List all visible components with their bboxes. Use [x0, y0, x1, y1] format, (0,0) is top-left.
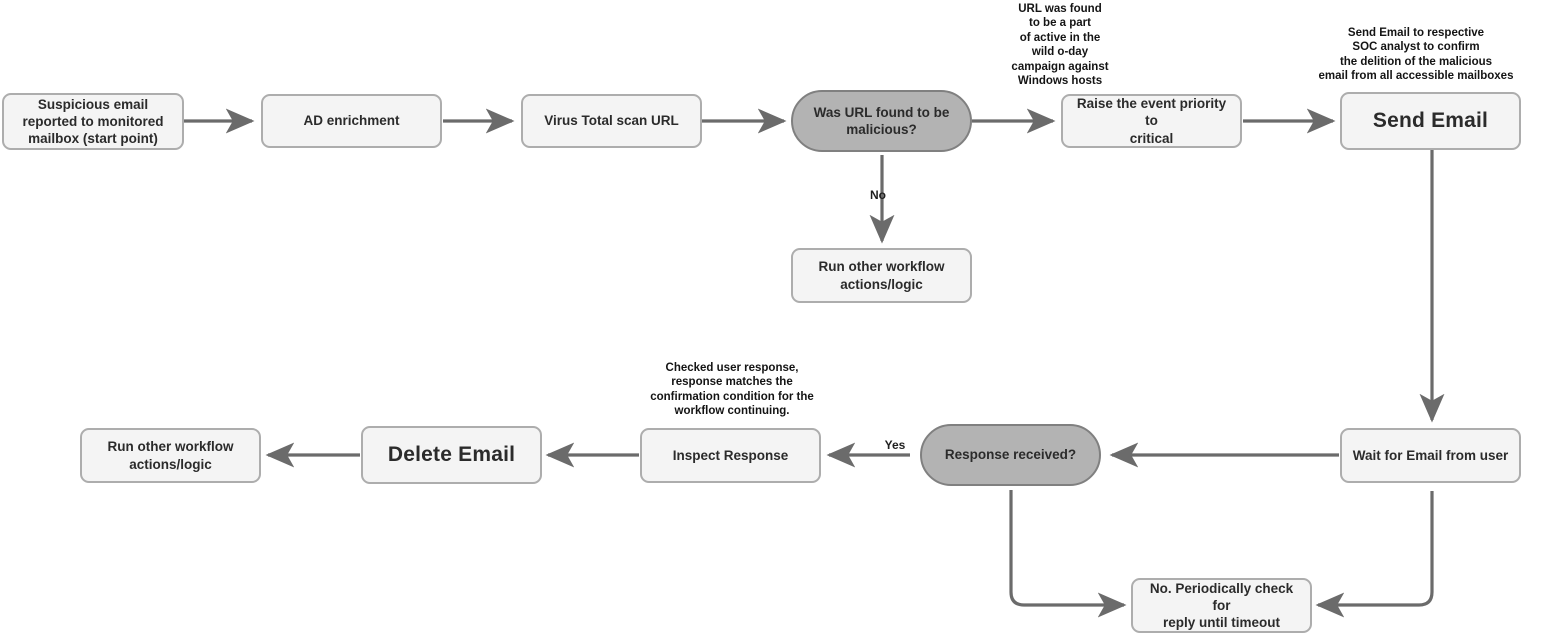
node-label: Send Email — [1372, 108, 1489, 132]
node-label: Wait for Email from user — [1352, 447, 1509, 463]
edge-label-yes: Yes — [884, 438, 906, 452]
node-label: Delete Email — [387, 442, 516, 466]
annotation-zero-day-campaign: URL was found to be a part of active in … — [1011, 3, 1109, 87]
node-inspect-response[interactable]: Inspect Response — [640, 428, 821, 483]
node-label: Response received? — [944, 447, 1077, 463]
node-ad-enrichment[interactable]: AD enrichment — [261, 94, 442, 148]
node-label: Was URL found to be malicious? — [813, 104, 950, 137]
node-send-email[interactable]: Send Email — [1340, 92, 1521, 150]
edge-wait-to-timeout — [1315, 491, 1434, 618]
node-label: Inspect Response — [672, 447, 789, 463]
annotation-soc-analyst-confirm: Send Email to respective SOC analyst to … — [1318, 27, 1514, 83]
node-label: No. Periodically check for reply until t… — [1149, 580, 1294, 631]
node-delete-email[interactable]: Delete Email — [361, 426, 542, 484]
node-label: Virus Total scan URL — [544, 113, 679, 129]
node-label: Run other workflow actions/logic — [107, 439, 234, 472]
edge-received-to-timeout — [1009, 490, 1127, 618]
node-label: Suspicious email reported to monitored m… — [22, 96, 164, 147]
node-decision-url-malicious[interactable]: Was URL found to be malicious? — [791, 90, 972, 152]
node-virus-total-scan[interactable]: Virus Total scan URL — [521, 94, 702, 148]
node-raise-priority[interactable]: Raise the event priority to critical — [1061, 94, 1242, 148]
node-label: Raise the event priority to critical — [1076, 96, 1227, 146]
node-label: AD enrichment — [303, 113, 400, 129]
node-run-other-workflow-bottom[interactable]: Run other workflow actions/logic — [80, 428, 261, 483]
annotation-checked-user-response: Checked user response, response matches … — [650, 362, 814, 418]
node-run-other-workflow-top[interactable]: Run other workflow actions/logic — [791, 248, 972, 303]
edge-label-no: No — [870, 188, 886, 202]
node-start[interactable]: Suspicious email reported to monitored m… — [2, 93, 184, 150]
node-label: Run other workflow actions/logic — [818, 259, 945, 292]
node-periodic-check-timeout[interactable]: No. Periodically check for reply until t… — [1131, 578, 1312, 633]
node-decision-response-received[interactable]: Response received? — [920, 424, 1101, 486]
node-wait-for-email[interactable]: Wait for Email from user — [1340, 428, 1521, 483]
